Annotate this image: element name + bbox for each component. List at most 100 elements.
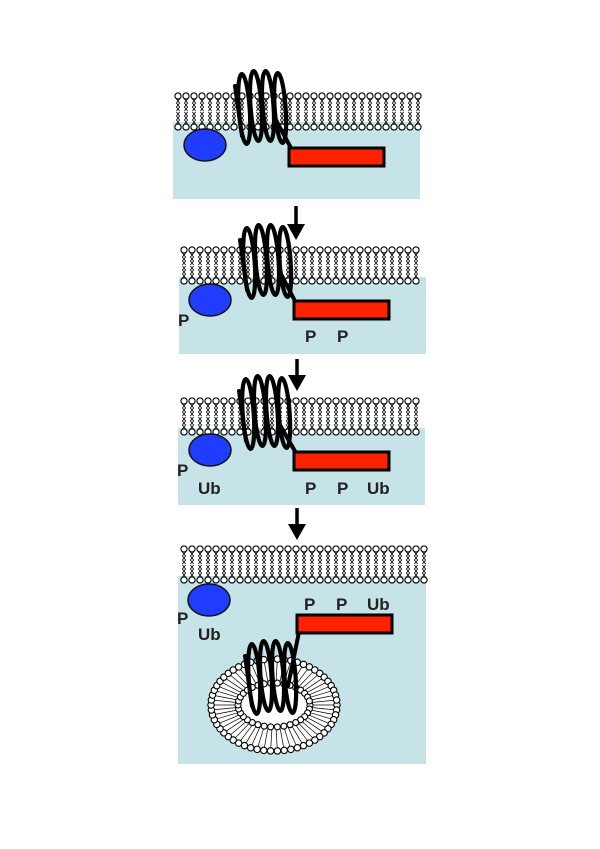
phospholipid xyxy=(398,92,406,131)
lipid-tail xyxy=(216,713,242,725)
phospholipid xyxy=(188,397,196,436)
phospholipid xyxy=(214,92,222,131)
lipid-tail xyxy=(238,722,255,744)
transmembrane-helix xyxy=(237,373,293,452)
phospholipid xyxy=(196,397,204,436)
phospholipid xyxy=(212,397,220,436)
phospholipid xyxy=(198,92,206,131)
phospholipid xyxy=(222,92,230,131)
phospholipid-head xyxy=(311,666,319,674)
phospholipid-head xyxy=(315,732,324,741)
phospholipid xyxy=(244,545,252,584)
phospholipid xyxy=(236,545,244,584)
blue-protein-phospho-label: P xyxy=(178,311,189,330)
phospholipid xyxy=(294,92,302,131)
phospholipid-head xyxy=(229,736,237,744)
phospholipid xyxy=(268,545,276,584)
lipid-tail xyxy=(293,722,310,744)
lipid-tail xyxy=(309,709,336,716)
phospholipid xyxy=(334,92,342,131)
lipid-tail xyxy=(219,716,244,730)
phospholipid xyxy=(308,246,316,285)
kinase-domain xyxy=(292,299,391,321)
phospholipid xyxy=(220,397,228,436)
phospholipid xyxy=(316,246,324,285)
helix-turn xyxy=(277,224,294,300)
phospholipid xyxy=(300,545,308,584)
phospholipid xyxy=(324,545,332,584)
blue-protein-phospho-label: P xyxy=(177,461,188,480)
phospholipid xyxy=(326,92,334,131)
lipid-tail xyxy=(211,707,239,711)
phospholipid xyxy=(260,545,268,584)
transmembrane-helix xyxy=(243,638,299,717)
phospholipid xyxy=(388,246,396,285)
phospholipid xyxy=(180,545,188,584)
lipid-tail xyxy=(287,725,298,748)
blue-protein xyxy=(188,433,232,467)
phospholipid-head xyxy=(273,723,281,731)
lipid-tail xyxy=(256,726,265,750)
helix-tail xyxy=(238,238,249,292)
phospholipid xyxy=(412,246,420,285)
phospholipid xyxy=(388,545,396,584)
blue-protein xyxy=(188,283,232,317)
phospholipid-head xyxy=(305,697,313,705)
phospholipid-head xyxy=(293,743,302,752)
phospholipid xyxy=(332,397,340,436)
phospholipid xyxy=(340,545,348,584)
phospholipid xyxy=(412,545,420,584)
phospholipid xyxy=(372,246,380,285)
phospholipid xyxy=(220,545,228,584)
lipid-tail xyxy=(228,719,249,737)
blue-protein-ubiquitin-label: Ub xyxy=(198,625,221,644)
helix-turn xyxy=(282,640,299,716)
phospholipid xyxy=(396,397,404,436)
phospholipid xyxy=(292,545,300,584)
helix-turn xyxy=(276,375,293,451)
phospholipid xyxy=(196,545,204,584)
lipid-tail xyxy=(299,719,320,737)
phospho-label: P xyxy=(305,327,316,346)
phospholipid xyxy=(174,92,182,131)
phospholipid xyxy=(308,397,316,436)
phospholipid-head xyxy=(246,743,255,752)
kinase-domain xyxy=(287,146,386,168)
lipid-tail xyxy=(223,718,246,734)
phospholipid xyxy=(380,397,388,436)
phospholipid xyxy=(324,246,332,285)
phospholipid xyxy=(300,246,308,285)
lipid-tail xyxy=(299,673,320,691)
phospholipid xyxy=(358,92,366,131)
lipid-tail xyxy=(263,659,269,684)
phospholipid xyxy=(188,246,196,285)
phospholipid xyxy=(190,92,198,131)
phospholipid xyxy=(180,246,188,285)
phospholipid xyxy=(228,545,236,584)
phospholipid-head xyxy=(332,696,341,704)
lipid-tail xyxy=(308,711,334,721)
lipid-tail xyxy=(211,699,239,703)
ubiquitin-label: Ub xyxy=(367,595,390,614)
lipid-tail xyxy=(223,676,246,692)
plasma-membrane xyxy=(174,92,422,131)
lipid-tail xyxy=(216,685,242,697)
phospholipid xyxy=(380,246,388,285)
phospholipid-head xyxy=(266,747,275,755)
lipid-tail xyxy=(263,726,269,751)
phospholipid-head xyxy=(299,741,308,750)
phospholipid xyxy=(348,397,356,436)
ubiquitin-label: Ub xyxy=(367,479,390,498)
phospholipid xyxy=(228,397,236,436)
phospholipid xyxy=(316,397,324,436)
phospholipid xyxy=(292,397,300,436)
lipid-tail xyxy=(283,726,292,750)
plasma-membrane xyxy=(180,545,428,584)
phospho-label: P xyxy=(337,327,348,346)
lipid-tail xyxy=(297,669,316,689)
phospho-label: P xyxy=(336,595,347,614)
lipid-tail xyxy=(309,694,336,701)
phospholipid xyxy=(396,545,404,584)
phospholipid xyxy=(356,246,364,285)
